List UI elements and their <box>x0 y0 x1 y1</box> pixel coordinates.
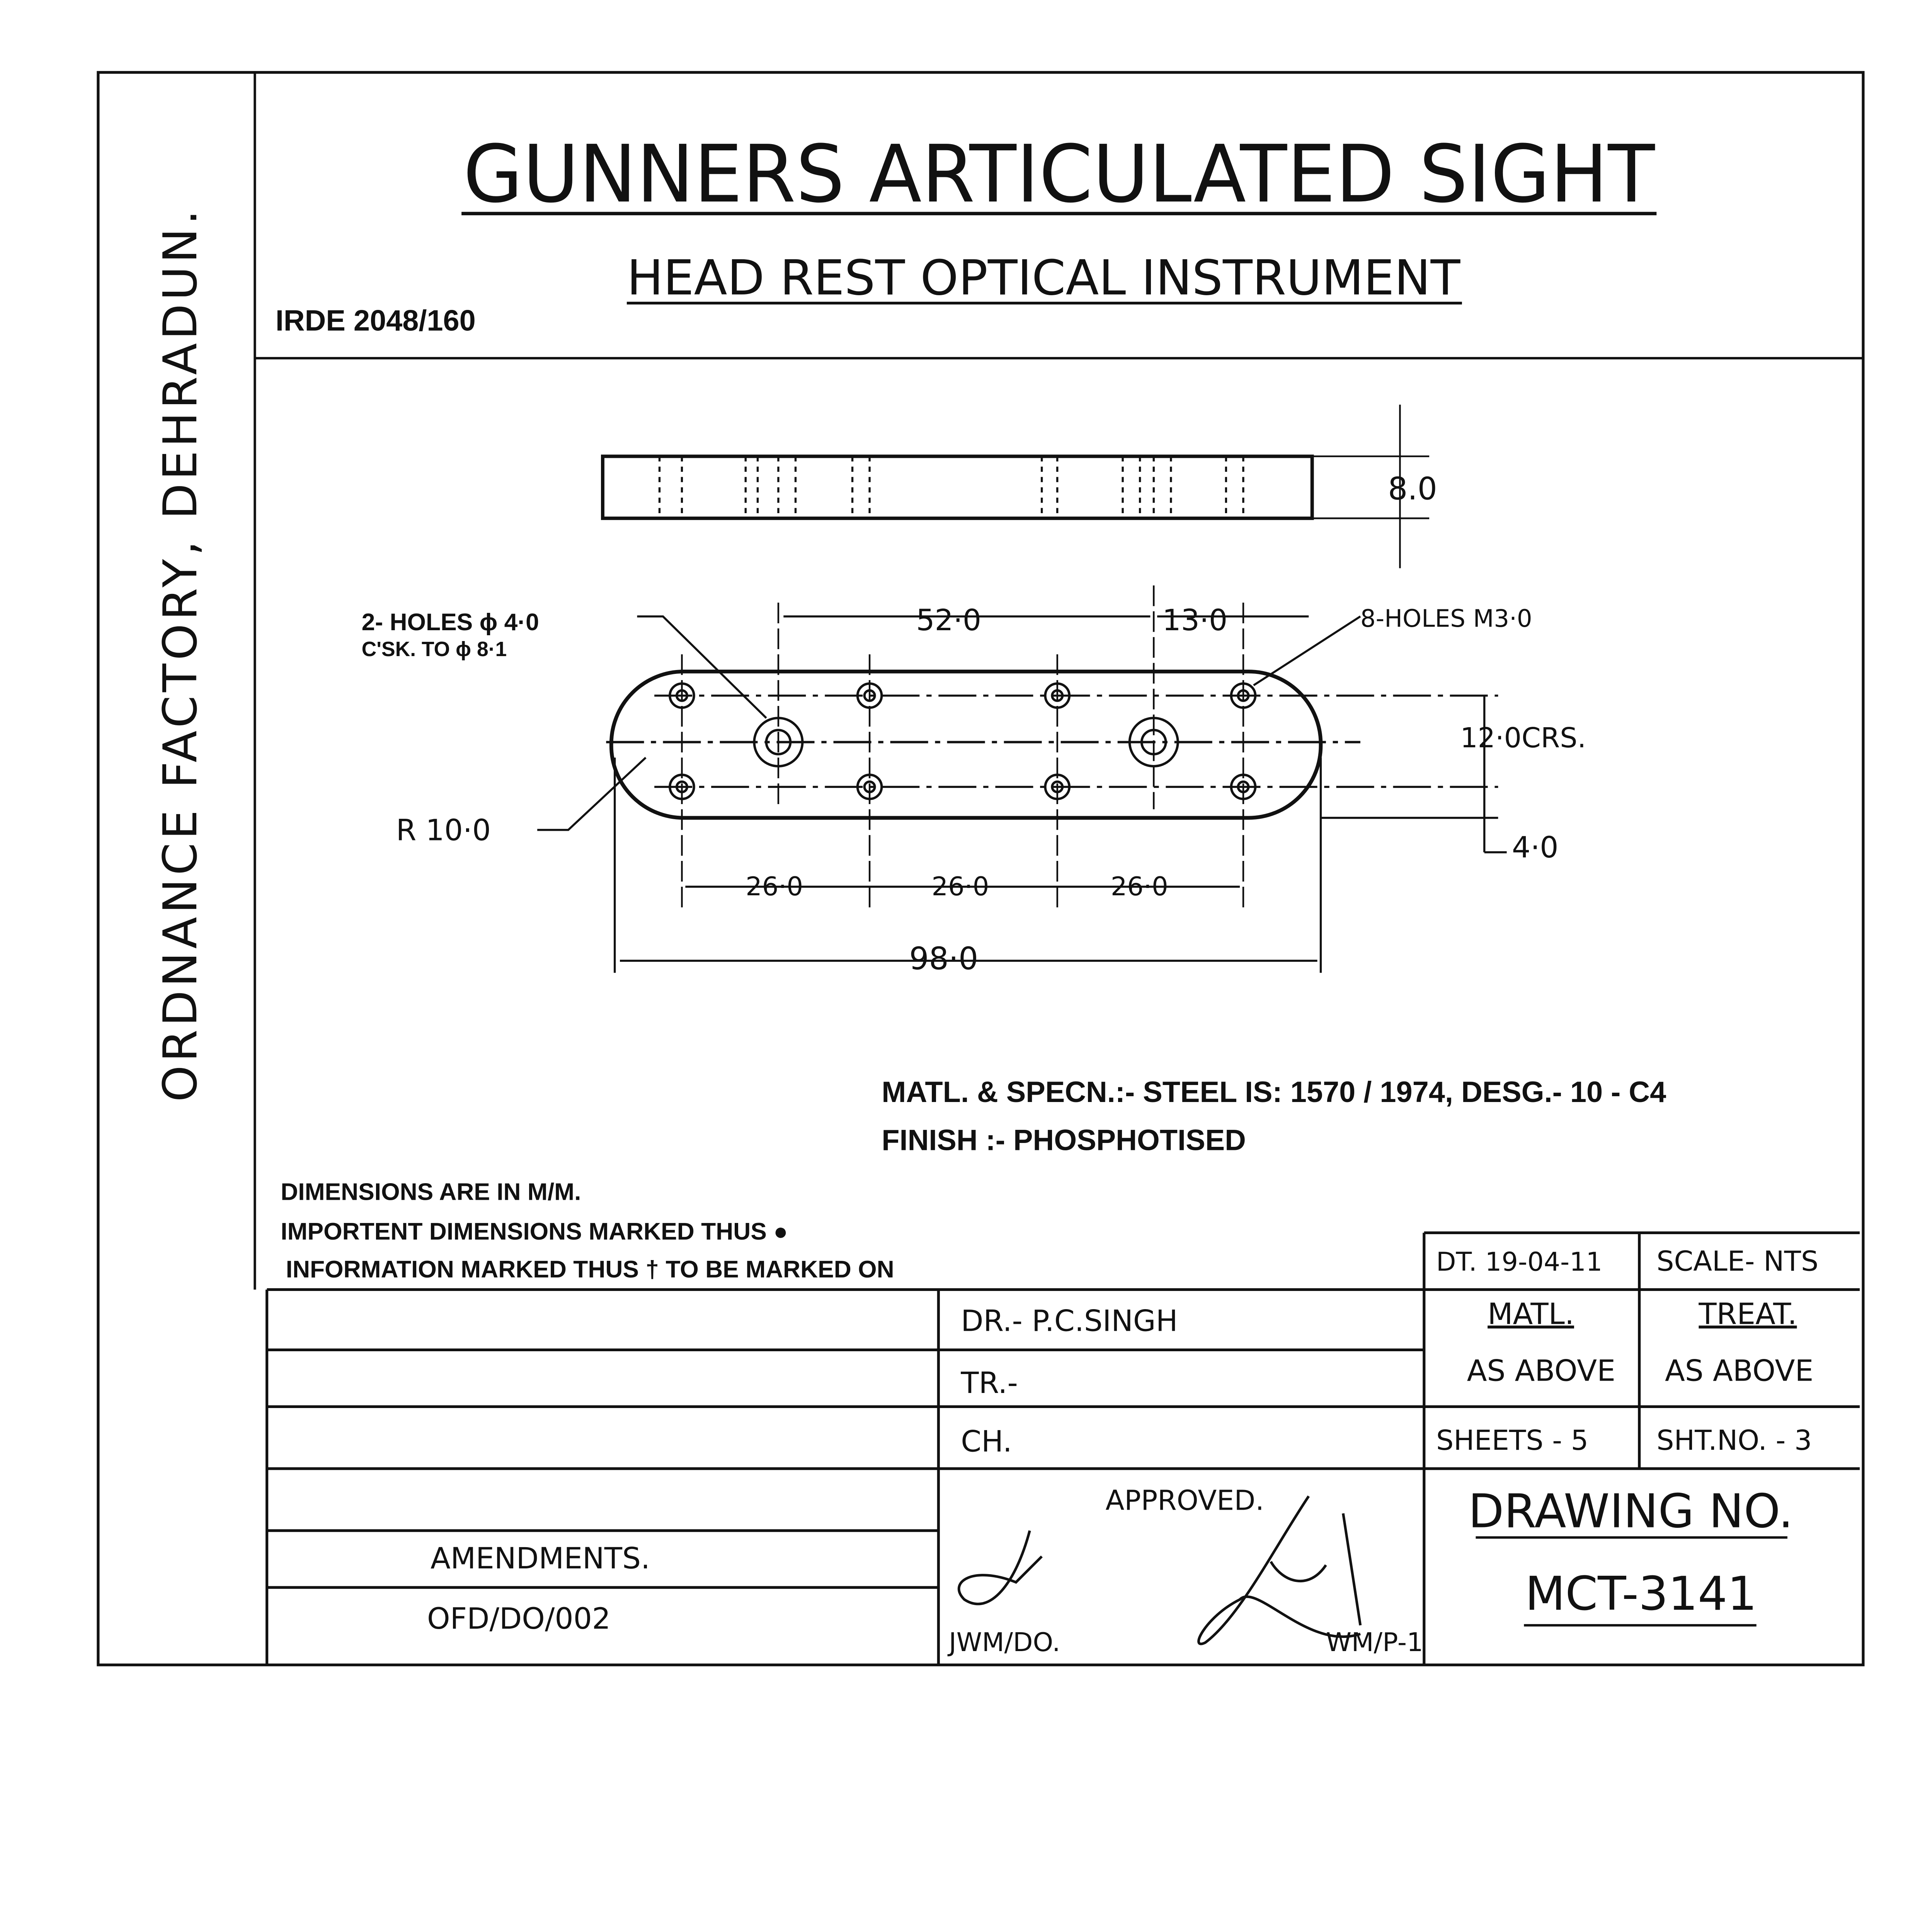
side-strip-label: ORDNANCE FACTORY, DEHRADUN. <box>153 206 208 1102</box>
wm-label: WM/P-1 <box>1326 1627 1423 1657</box>
sheets-count: SHEETS - 5 <box>1436 1424 1588 1456</box>
traced-by: TR.- <box>960 1366 1018 1400</box>
drawing-title: GUNNERS ARTICULATED SIGHT <box>463 129 1655 221</box>
note-csk: C'SK. TO ϕ 8·1 <box>362 638 507 661</box>
engineering-drawing-sheet: ORDNANCE FACTORY, DEHRADUN. GUNNERS ARTI… <box>97 71 1865 1667</box>
dim-52: 52·0 <box>916 603 981 637</box>
drawing-subtitle: HEAD REST OPTICAL INSTRUMENT <box>627 250 1460 306</box>
dim-4: 4·0 <box>1512 830 1558 864</box>
dim-26-a: 26·0 <box>746 871 803 901</box>
side-view <box>601 405 1430 568</box>
dim-thickness: 8.0 <box>1388 471 1437 507</box>
note-holes-4: 2- HOLES ϕ 4·0 <box>362 609 539 636</box>
title-block-grid <box>266 1231 1860 1665</box>
note-important: IMPORTENT DIMENSIONS MARKED THUS ● <box>281 1218 788 1245</box>
dim-26-b: 26·0 <box>931 871 989 901</box>
date: DT. 19-04-11 <box>1436 1247 1602 1277</box>
dim-radius: R 10·0 <box>396 813 491 847</box>
dim-13: 13·0 <box>1163 603 1228 637</box>
reference-number: IRDE 2048/160 <box>276 304 476 337</box>
note-dimensions: DIMENSIONS ARE IN M/M. <box>281 1179 581 1206</box>
note-information: INFORMATION MARKED THUS † TO BE MARKED O… <box>286 1256 894 1283</box>
note-holes-m3: 8-HOLES M3·0 <box>1360 604 1532 633</box>
treat-value: AS ABOVE <box>1665 1354 1813 1388</box>
finish-spec: FINISH :- PHOSPHOTISED <box>882 1124 1246 1157</box>
approved-label: APPROVED. <box>1105 1485 1264 1517</box>
sheet-border <box>97 71 1865 1667</box>
dim-12-crs: 12·0CRS. <box>1460 722 1586 754</box>
amendments-label: AMENDMENTS. <box>431 1541 650 1575</box>
treat-label: TREAT. <box>1698 1297 1797 1331</box>
matl-label: MATL. <box>1488 1297 1574 1331</box>
dim-26-c: 26·0 <box>1111 871 1168 901</box>
ofd-reference: OFD/DO/002 <box>427 1602 611 1636</box>
matl-value: AS ABOVE <box>1467 1354 1615 1388</box>
plan-view <box>537 585 1507 973</box>
scale: SCALE- NTS <box>1656 1245 1818 1277</box>
drawn-by: DR.- P.C.SINGH <box>961 1304 1178 1338</box>
checked-by: CH. <box>961 1424 1012 1458</box>
signature <box>957 1495 1362 1645</box>
material-spec: MATL. & SPECN.:- STEEL IS: 1570 / 1974, … <box>882 1076 1666 1109</box>
drawing-number: MCT-3141 <box>1525 1567 1757 1621</box>
drawing-number-label: DRAWING NO. <box>1468 1484 1793 1538</box>
jwm-label: JWM/DO. <box>947 1627 1060 1657</box>
sheet-number: SHT.NO. - 3 <box>1656 1424 1812 1456</box>
dim-98: 98·0 <box>909 941 979 977</box>
